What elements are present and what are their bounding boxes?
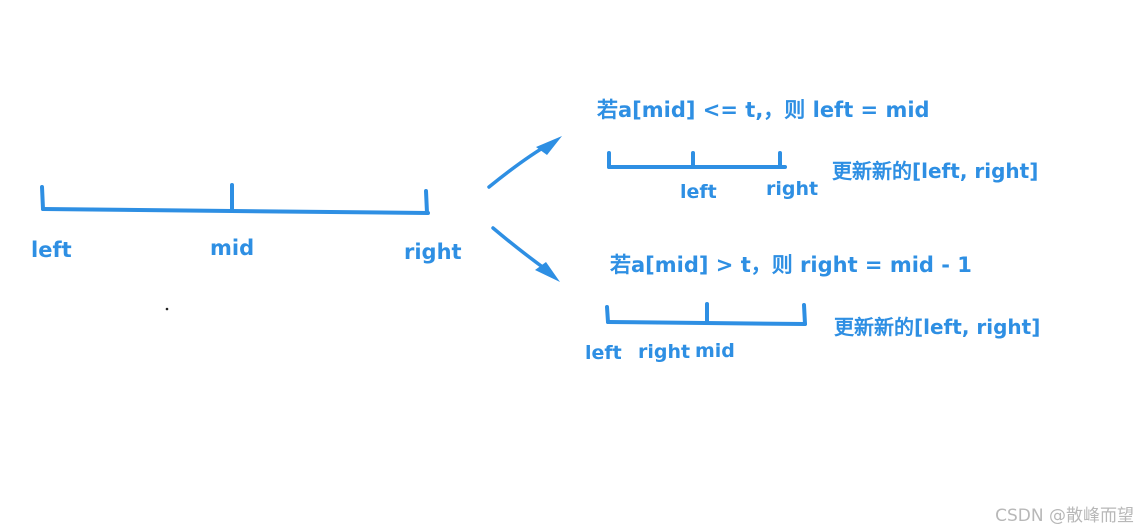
lower-left-label: left (585, 342, 622, 364)
arrow-up-branch (487, 136, 562, 189)
lower-mid-label: mid (695, 340, 735, 362)
upper-left-label: left (680, 181, 717, 203)
stray-dot (165, 307, 169, 311)
main-right-label: right (404, 240, 462, 264)
lower-right-tick (802, 303, 807, 326)
update-interval-text-upper: 更新新的[left, right] (832, 159, 1039, 183)
main-left-tick (40, 185, 45, 211)
condition-le-text: 若a[mid] <= t,，则 left = mid (597, 98, 930, 122)
update-interval-text-lower: 更新新的[left, right] (834, 315, 1041, 339)
upper-right-label: right (766, 178, 819, 200)
main-mid-label: mid (210, 236, 255, 260)
main-right-tick (424, 189, 429, 215)
lower-interval (605, 302, 807, 326)
csdn-watermark: CSDN @散峰而望 (995, 506, 1134, 526)
condition-gt-text: 若a[mid] > t，则 right = mid - 1 (610, 253, 972, 277)
upper-interval (607, 151, 787, 169)
main-interval-line (41, 207, 430, 215)
main-left-label: left (31, 238, 72, 262)
arrow-down-branch (491, 226, 560, 282)
main-interval (40, 183, 430, 215)
lower-right-label: right (638, 341, 691, 363)
lower-left-tick (605, 305, 610, 324)
